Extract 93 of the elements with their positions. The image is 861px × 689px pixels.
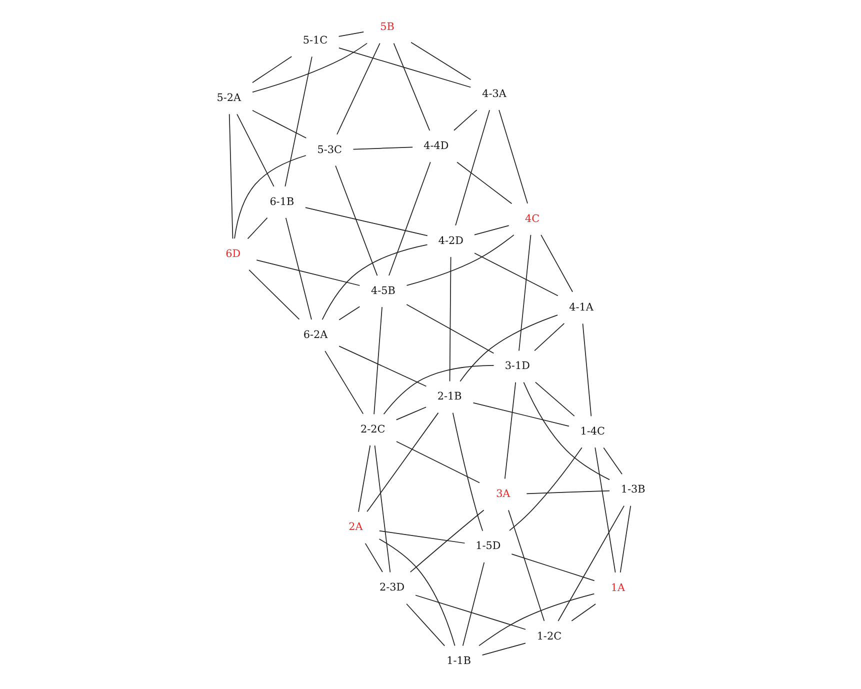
connector <box>448 256 451 382</box>
connector <box>374 445 390 573</box>
connector <box>406 304 494 354</box>
node-text: 4C <box>524 212 540 225</box>
connector <box>474 252 558 296</box>
connector <box>557 505 624 622</box>
node-text: 5-2A <box>216 92 241 104</box>
connector <box>409 510 484 573</box>
connector <box>478 593 594 646</box>
node-text: 2-3D <box>379 582 404 594</box>
node-text: 6-1B <box>269 196 294 208</box>
connector <box>338 31 364 37</box>
connector <box>395 406 426 420</box>
node-text: 1-2C <box>536 630 562 642</box>
connector <box>366 412 438 512</box>
connector <box>228 114 233 240</box>
connector <box>252 42 367 93</box>
node-text: 2-1B <box>436 390 462 403</box>
connector <box>388 162 430 276</box>
connector <box>459 314 558 382</box>
node-text: 4-1A <box>568 301 593 314</box>
connector <box>540 234 572 292</box>
connector <box>508 510 544 622</box>
connector <box>324 350 364 414</box>
connector <box>234 155 306 239</box>
connector <box>378 538 455 646</box>
connector <box>334 165 378 276</box>
connector <box>594 447 616 573</box>
connector <box>456 162 512 204</box>
node-text: 5B <box>380 21 394 34</box>
node-text: 4-3A <box>482 88 506 100</box>
connector <box>338 346 426 387</box>
connector <box>504 382 516 480</box>
connector <box>336 42 380 135</box>
node-text: 1A <box>610 582 624 594</box>
connector <box>474 225 509 236</box>
node-text: 3A <box>496 488 510 500</box>
connector <box>304 207 428 236</box>
node-text: 2A <box>348 521 362 534</box>
connector <box>378 530 465 544</box>
connector <box>256 260 360 286</box>
connector <box>373 306 382 415</box>
connector <box>284 218 312 320</box>
connector <box>518 234 531 352</box>
connector <box>252 110 306 138</box>
node-text: 6-2A <box>302 328 328 341</box>
connector <box>338 306 360 320</box>
node-text: 5-1C <box>302 34 328 47</box>
connector <box>570 604 596 622</box>
connector <box>321 244 428 320</box>
node-text: 1-5D <box>475 540 500 552</box>
node-text: 4-5B <box>370 284 395 297</box>
connector <box>522 382 610 480</box>
node-text: 1-1B <box>446 655 471 668</box>
connector <box>508 447 582 532</box>
connector <box>396 441 480 484</box>
connector <box>462 562 484 646</box>
connector <box>510 554 594 582</box>
connector <box>364 542 382 572</box>
connector <box>453 109 477 131</box>
node-text: 4-2D <box>438 234 463 247</box>
connector <box>498 110 528 204</box>
connector <box>352 146 413 150</box>
connector <box>284 56 312 187</box>
connector <box>410 42 471 80</box>
node-text: 5-3C <box>316 144 342 156</box>
connector <box>534 323 564 352</box>
node-text: 1-4C <box>580 426 604 438</box>
connector <box>454 110 490 226</box>
node-text: 4-4D <box>423 140 448 152</box>
connector <box>481 642 526 656</box>
connector <box>406 603 445 646</box>
connector <box>414 594 526 630</box>
connector <box>236 114 274 187</box>
node-text: 3-1D <box>504 360 530 372</box>
node-text: 2-2C <box>360 424 385 436</box>
connector <box>472 402 569 427</box>
connector <box>602 447 622 475</box>
connector <box>338 48 471 88</box>
connector <box>582 323 592 417</box>
connector <box>406 234 514 286</box>
connector <box>452 412 483 532</box>
connector <box>534 382 574 417</box>
node-text: 1-3B <box>620 484 645 496</box>
connector <box>382 364 494 415</box>
connector <box>526 490 610 494</box>
node-text: 6D <box>225 248 240 260</box>
connector <box>246 217 268 240</box>
connector <box>248 270 300 320</box>
connector <box>619 505 631 573</box>
connector <box>392 42 430 131</box>
connector <box>358 445 370 512</box>
connector <box>252 56 292 84</box>
